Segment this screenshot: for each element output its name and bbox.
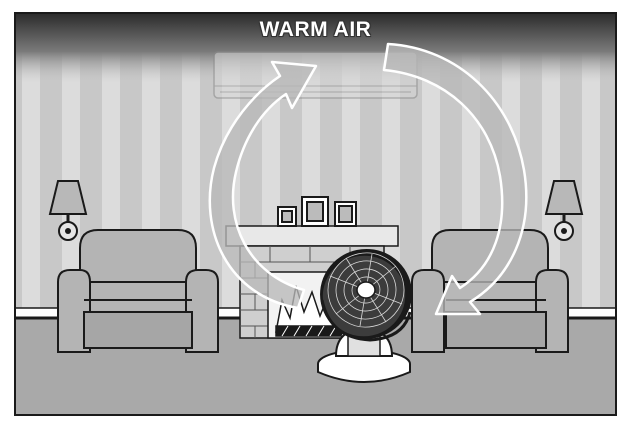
fan-icon [317,248,412,383]
picture-frame-icon [301,196,329,227]
diagram-frame [14,12,617,416]
wall-lamp-icon [544,180,584,241]
armchair-icon [57,229,219,353]
warm-air-label: WARM AIR [259,18,372,41]
picture-frame-icon [277,206,297,227]
picture-frame-icon [334,201,357,227]
wall-lamp-icon [48,180,88,241]
circulation-arrow-icon [208,42,528,316]
armchair-icon [411,229,569,353]
